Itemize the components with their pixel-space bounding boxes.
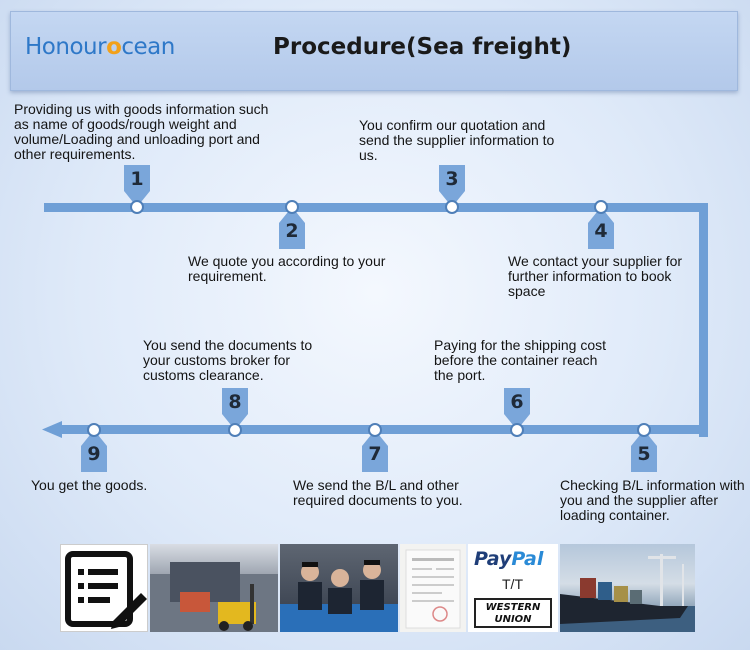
step-node-dot: [285, 200, 299, 214]
step-9-text: You get the goods.: [31, 477, 148, 493]
step-badge-shape: [222, 388, 248, 430]
step-number: 1: [130, 168, 143, 190]
step-4-text: We contact your supplier for further inf…: [508, 253, 683, 299]
step-node-dot: [445, 200, 459, 214]
step-badge-shape: [124, 165, 150, 207]
flow-arrow-head: [42, 421, 62, 438]
step-badge-shape: [504, 388, 530, 430]
step-3-badge: 3: [439, 165, 465, 214]
step-number: 8: [228, 391, 241, 413]
bill-of-lading-photo: [400, 544, 466, 632]
flow-line-bottom: [58, 425, 708, 434]
step-node-dot: [368, 423, 382, 437]
paypal-logo: PayPal: [474, 548, 544, 570]
step-node-dot: [637, 423, 651, 437]
flow-line-top: [44, 203, 708, 212]
step-4-badge: 4: [588, 200, 614, 249]
step-badge-shape: [439, 165, 465, 207]
step-8-text: You send the documents to your customs b…: [143, 337, 313, 383]
step-7-badge: 7: [362, 423, 388, 472]
step-badge-shape: [631, 430, 657, 472]
step-node-dot: [87, 423, 101, 437]
step-7-text: We send the B/L and other required docum…: [293, 477, 463, 508]
step-badge-shape: [588, 207, 614, 249]
step-3-text: You confirm our quotation and send the s…: [359, 117, 555, 163]
flow-line-right: [699, 203, 708, 437]
step-badge-shape: [362, 430, 388, 472]
step-node-dot: [130, 200, 144, 214]
honour-ocean-logo: Honourocean: [25, 34, 175, 60]
step-number: 5: [637, 443, 650, 465]
step-1-badge: 1: [124, 165, 150, 214]
step-badge-shape: [279, 207, 305, 249]
customs-officers-photo: [280, 544, 398, 632]
step-badge-shape: [81, 430, 107, 472]
step-2-text: We quote you according to your requireme…: [188, 253, 386, 284]
step-node-dot: [228, 423, 242, 437]
step-5-badge: 5: [631, 423, 657, 472]
header-banner: Honourocean Procedure(Sea freight): [10, 11, 738, 91]
step-9-badge: 9: [81, 423, 107, 472]
step-2-badge: 2: [279, 200, 305, 249]
step-node-dot: [510, 423, 524, 437]
warehouse-forklift-photo: [150, 544, 278, 632]
step-number: 3: [445, 168, 458, 190]
tt-label: T/T: [502, 576, 523, 592]
container-ship-photo: [560, 544, 695, 632]
step-node-dot: [594, 200, 608, 214]
step-1-text: Providing us with goods information such…: [14, 101, 269, 162]
step-number: 2: [285, 220, 298, 242]
step-number: 7: [368, 443, 381, 465]
step-5-text: Checking B/L information with you and th…: [560, 477, 745, 523]
step-6-text: Paying for the shipping cost before the …: [434, 337, 606, 383]
step-number: 4: [594, 220, 607, 242]
page-title: Procedure(Sea freight): [273, 34, 572, 60]
document-edit-icon: [60, 544, 148, 632]
step-8-badge: 8: [222, 388, 248, 437]
step-number: 6: [510, 391, 523, 413]
step-number: 9: [87, 443, 100, 465]
flow-path: [42, 203, 708, 438]
step-6-badge: 6: [504, 388, 530, 437]
